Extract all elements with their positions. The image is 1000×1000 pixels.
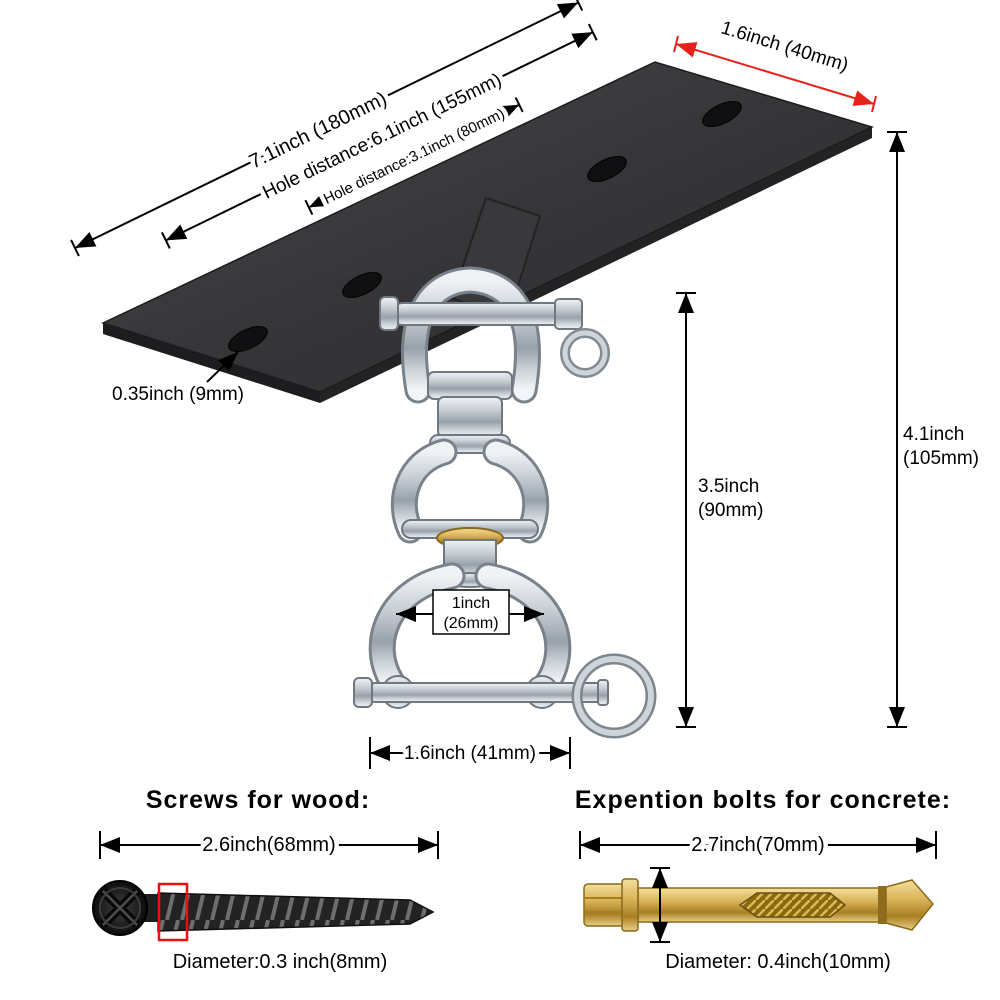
dim-hanger-height: 3.5inch (90mm) xyxy=(676,292,763,728)
swivel-collar xyxy=(427,371,513,400)
shackle-arm-right-highlight xyxy=(477,565,569,693)
inner-width-box xyxy=(432,589,510,635)
screws-heading: Screws for wood: xyxy=(146,786,370,814)
screw-length-dim: 2.6inch(68mm) xyxy=(99,830,439,861)
shackle-pin-head xyxy=(353,677,373,708)
screw-head-rim xyxy=(99,887,141,929)
hanger-height-label-line1: 3.5inch xyxy=(698,476,759,497)
total-height-label-line2: (105mm) xyxy=(903,448,979,469)
total-height-label-line1: 4.1inch xyxy=(903,424,964,445)
upper-clevis-highlight xyxy=(404,269,538,401)
swivel-yoke xyxy=(390,438,550,544)
swivel-hanger xyxy=(353,196,657,739)
hanger-height-label-line2: (90mm) xyxy=(698,500,763,521)
plate-edge-left xyxy=(103,323,320,403)
shackle-pin-collar xyxy=(597,679,609,706)
bolt-diameter-arrow xyxy=(650,867,670,943)
screw-length-label: 2.6inch(68mm) xyxy=(202,834,335,856)
bolts-section: Expention bolts for concrete: 2.7inch(70… xyxy=(575,786,951,973)
dim-hole-diameter: 0.35inch (9mm) xyxy=(112,351,244,405)
bolts-heading: Expention bolts for concrete: xyxy=(575,786,951,814)
upper-pin-shaft xyxy=(391,302,568,326)
hole-diameter-label: 0.35inch (9mm) xyxy=(112,384,244,405)
upper-pin xyxy=(379,296,583,331)
upper-pin-nut xyxy=(554,298,583,330)
shackle-pin xyxy=(365,682,607,703)
upper-split-ring-highlight xyxy=(562,330,608,376)
inner-width-label-line2: (26mm) xyxy=(443,615,498,632)
pull-ring-highlight xyxy=(574,656,654,736)
bolt-washer xyxy=(621,878,639,932)
phillips-slot-2-highlight xyxy=(102,890,138,926)
bolt-tip-gap xyxy=(878,886,886,924)
expansion-bolt-image xyxy=(583,878,934,932)
plate-hole-2 xyxy=(342,271,382,299)
dim-total-height: 4.1inch (105mm) xyxy=(887,131,979,728)
outer-width-label: 1.6inch (41mm) xyxy=(404,743,536,764)
bolt-diameter-label: Diameter: 0.4inch(10mm) xyxy=(665,951,891,973)
bolt-hex-head xyxy=(583,883,625,927)
plate-hole-1 xyxy=(228,325,268,353)
screw-diameter-label: Diameter:0.3 inch(8mm) xyxy=(173,951,388,973)
inner-width-label-line1: 1inch xyxy=(452,595,490,612)
bolt-length-label: 2.7inch(70mm) xyxy=(691,834,824,856)
wood-screw-image xyxy=(92,880,435,942)
upper-pin-head xyxy=(379,296,399,331)
bolt-cone-tip xyxy=(885,879,934,931)
bolt-length-dim: 2.7inch(70mm) xyxy=(579,830,937,861)
screw-diameter-marker xyxy=(157,882,189,942)
plate-edge-front xyxy=(320,127,872,403)
dim-outer-width: 1.6inch (41mm) xyxy=(369,737,571,769)
lower-shackle xyxy=(353,562,609,709)
dim-inner-width: 1inch (26mm) xyxy=(396,589,544,635)
screw-collar xyxy=(144,894,160,922)
swivel-block xyxy=(437,396,503,438)
shackle-arm-left-highlight xyxy=(371,565,463,693)
screws-section: Screws for wood: 2.6inch(68mm) Diameter:… xyxy=(92,786,439,973)
bolt-expansion-cutout xyxy=(738,892,847,918)
